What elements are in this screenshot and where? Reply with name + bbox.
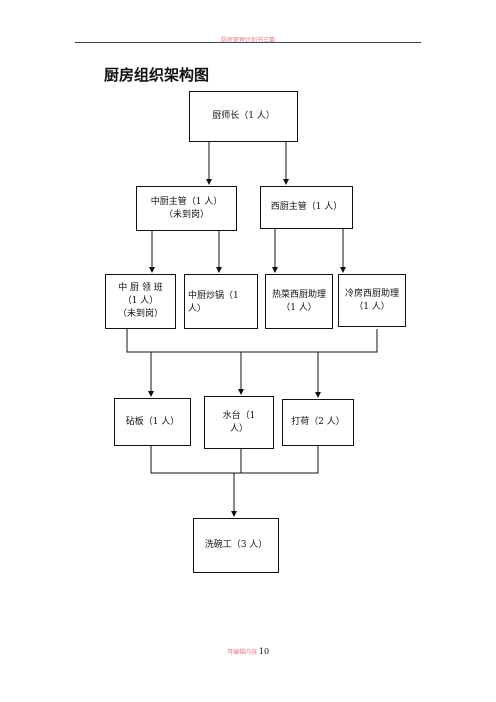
page-title: 厨房组织架构图	[104, 66, 210, 84]
bracket-row4	[150, 446, 319, 474]
footer: 可编辑内容 10	[0, 647, 496, 656]
node-dahe: 打荷（2 人）	[282, 399, 354, 446]
node-wash: 洗碗工（3 人）	[193, 518, 279, 573]
node-board: 砧板（1 人）	[114, 398, 191, 446]
bracket-row3	[126, 329, 378, 353]
footer-prefix: 可编辑内容	[226, 649, 257, 656]
node-cold-west: 冷房西厨助理 （1 人）	[338, 274, 406, 327]
node-hot-west: 热菜西厨助理 （1 人）	[265, 274, 333, 329]
node-zh-sup: 中厨主管（1 人） （未到岗）	[136, 186, 237, 231]
header-text: 厨房管理计划书三篇	[220, 37, 275, 44]
node-zh-lead: 中 厨 领 班 （1 人） （未到岗）	[105, 274, 176, 329]
node-water: 水台（1 人）	[204, 396, 274, 449]
header-rule	[75, 42, 421, 43]
node-chef: 厨师长（1 人）	[189, 91, 298, 142]
page-number: 10	[258, 647, 270, 656]
node-xi-sup: 西厨主管（1 人）	[260, 186, 353, 229]
node-zh-wok: 中厨炒锅（1 人）	[184, 274, 258, 329]
